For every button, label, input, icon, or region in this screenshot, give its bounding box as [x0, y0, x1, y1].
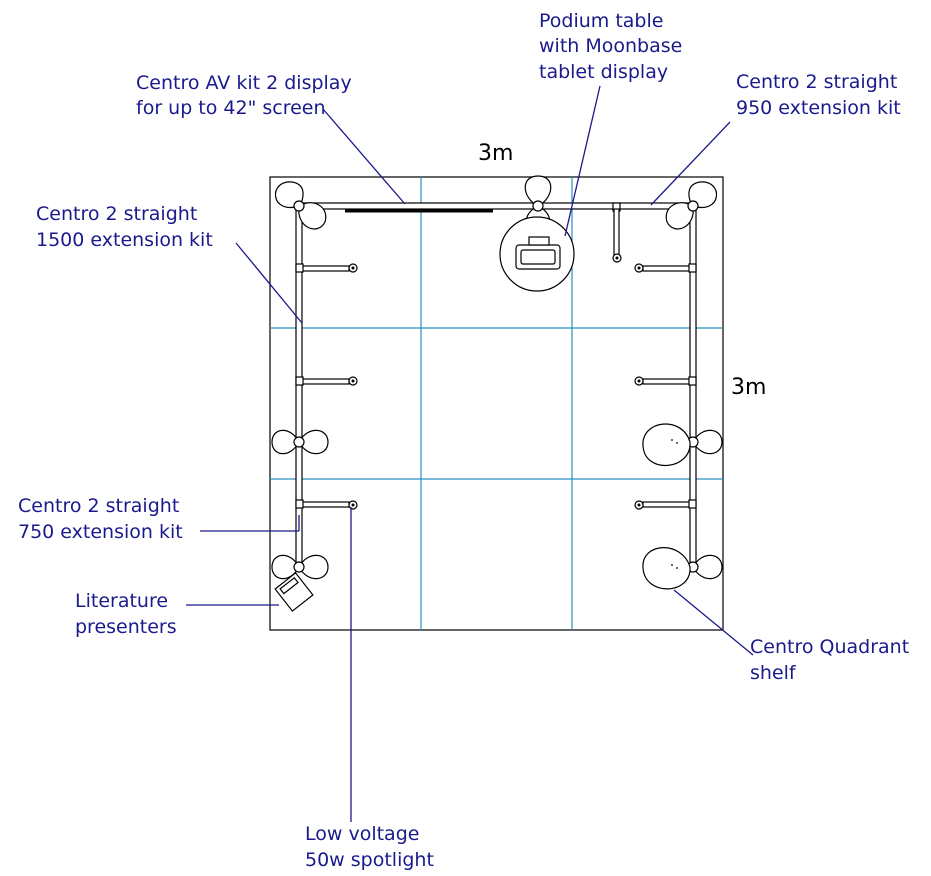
label-quadrant-shelf: Centro Quadrant shelf — [750, 636, 915, 684]
dimension-depth: 3m — [731, 375, 766, 400]
quadrant-shelf-upper — [642, 423, 691, 467]
label-extension-750: Centro 2 straight 750 extension kit — [18, 495, 185, 543]
foot-top-middle — [524, 175, 552, 231]
foot-left-middle — [271, 429, 329, 455]
leader-lines — [186, 85, 754, 822]
label-podium-table: Podium table with Moonbase tablet displa… — [539, 10, 688, 83]
podium-table — [499, 216, 575, 292]
spotlight-right-1 — [634, 263, 697, 273]
label-av-kit: Centro AV kit 2 display for up to 42" sc… — [136, 72, 358, 119]
foot-top-left — [275, 181, 327, 230]
spotlight-left-1 — [295, 263, 358, 273]
floor-outline — [269, 176, 724, 631]
spotlight-left-3 — [295, 499, 358, 510]
label-literature-presenters: Literature presenters — [75, 590, 177, 638]
dimension-width: 3m — [478, 141, 513, 166]
literature-presenter — [274, 572, 314, 612]
quadrant-shelf-lower — [642, 547, 691, 590]
spotlight-arms — [295, 202, 697, 510]
spotlight-right-3 — [634, 499, 697, 510]
spotlight-left-2 — [295, 376, 358, 386]
label-spotlight: Low voltage 50w spotlight — [305, 823, 434, 871]
spotlight-right-2 — [634, 376, 697, 386]
spotlight-top — [612, 202, 622, 263]
frame-rails — [295, 202, 697, 572]
foot-left-bottom — [271, 554, 329, 580]
label-extension-950: Centro 2 straight 950 extension kit — [736, 71, 903, 119]
quadrant-shelves — [642, 423, 691, 590]
label-extension-1500: Centro 2 straight 1500 extension kit — [36, 203, 213, 251]
tablet-display — [515, 244, 561, 270]
frame-feet — [271, 175, 723, 580]
foot-right-bottom — [687, 554, 723, 580]
foot-top-right — [665, 181, 717, 230]
